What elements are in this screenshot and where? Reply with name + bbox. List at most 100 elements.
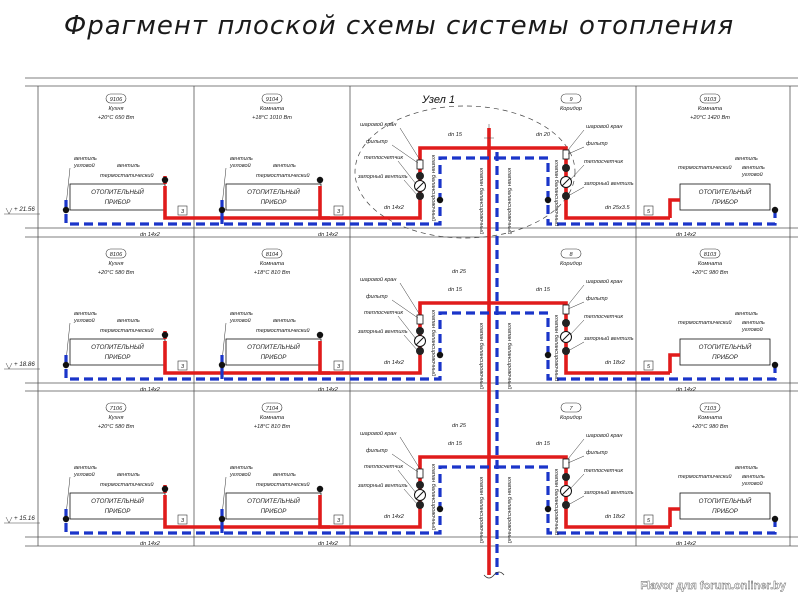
heater-label: ПРИБОР [261, 354, 288, 361]
room-spec: +18°C 1010 Вт [252, 115, 292, 121]
room-number: 7106 [110, 406, 123, 412]
filter-icon [562, 458, 570, 469]
heat-meter-label: теплосчетчик [584, 159, 623, 165]
angle-valve-label: вентиль [74, 465, 97, 471]
valve-icon [218, 515, 226, 523]
heater-label: ОТОПИТЕЛЬНЫЙ [247, 497, 300, 505]
level-label: + 21.56 [14, 206, 35, 213]
heater-label: ОТОПИТЕЛЬНЫЙ [699, 343, 752, 351]
supply-branch [318, 341, 330, 375]
room-number: 8106 [110, 252, 123, 258]
heater-label: ПРИБОР [712, 508, 739, 515]
heat-meter-icon [414, 489, 426, 501]
pipe-dim: dn 15 [536, 441, 551, 447]
room-name: Коридор [560, 261, 582, 267]
room-name: Комната [698, 106, 722, 112]
heater-label: ОТОПИТЕЛЬНЫЙ [247, 188, 300, 196]
thermo-valve-label: вентиль [735, 311, 758, 317]
room-name: Кухня [109, 261, 124, 267]
heater-label: ОТОПИТЕЛЬНЫЙ [91, 343, 144, 351]
angle-valve-label: вентиль [742, 165, 765, 171]
angle-valve-label: вентиль [230, 311, 253, 317]
level-mark: + 21.56 [4, 206, 40, 215]
node-boundary [354, 105, 576, 239]
thermo-valve-label: термостатический [678, 319, 732, 326]
room-number: 8 [569, 252, 573, 258]
grid-frame [25, 77, 798, 547]
heater: ОТОПИТЕЛЬНЫЙ ПРИБОР [679, 338, 771, 366]
balancing-valve-label: клапан балансировочный [478, 323, 485, 389]
shutoff-valve-label: запорный вентиль [583, 489, 634, 496]
angle-valve-label: угловой [741, 480, 763, 487]
thermo-valve-label: термостатический [678, 473, 732, 480]
ball-valve-label: шаровой кран [586, 123, 623, 130]
room-number: 8103 [704, 252, 717, 258]
pipe-dim: dn 14х2 [384, 514, 405, 520]
heat-meter-icon [560, 176, 572, 188]
room-name: Комната [698, 261, 722, 267]
valve-number-text: 3 [181, 209, 185, 215]
room-number: 9104 [266, 97, 278, 103]
angle-valve-label: угловой [73, 317, 95, 324]
room-name: Коридор [560, 106, 582, 112]
room-spec: +20°C 580 Вт [98, 424, 135, 430]
valve-number: 5 [643, 360, 654, 371]
valve-icon [416, 481, 424, 489]
thermo-valve-label: вентиль [117, 318, 140, 324]
room-spec: +18°C 810 Вт [254, 424, 291, 430]
pipe-dim: dn 15 [536, 287, 551, 293]
node-label: Узел 1 [421, 94, 455, 106]
return-line [497, 465, 777, 535]
heat-meter-icon [560, 331, 572, 343]
shutoff-valve-label: запорный вентиль [357, 482, 408, 489]
pipe-dim: dn 14х2 [140, 232, 161, 238]
heat-meter-label: теплосчетчик [364, 155, 403, 161]
angle-valve-label: вентиль [742, 320, 765, 326]
filter-label: фильтр [366, 294, 388, 300]
shutoff-valve-label: запорный вентиль [357, 328, 408, 335]
balancing-valve-label: клапан балансировочный [506, 168, 513, 234]
valve-icon [161, 331, 169, 339]
room-spec: +20°C 980 Вт [692, 424, 729, 430]
angle-valve-label: угловой [229, 162, 251, 169]
return-line [497, 156, 777, 226]
valve-icon [562, 347, 570, 355]
room-name: Комната [260, 106, 284, 112]
pipe-dim: dn 14х2 [676, 541, 697, 547]
valve-number: 3 [333, 360, 344, 371]
heater-label: ОТОПИТЕЛЬНЫЙ [91, 188, 144, 196]
heater-label: ПРИБОР [712, 354, 739, 361]
pipe-dim: dn 20 [536, 132, 551, 138]
shutoff-valve-label: запорный вентиль [583, 335, 634, 342]
valve-icon [316, 485, 324, 493]
valve-icon [416, 501, 424, 509]
heat-meter-icon [414, 335, 426, 347]
heater: ОТОПИТЕЛЬНЫЙ ПРИБОР [225, 183, 322, 211]
valve-icon [771, 515, 779, 523]
pipe-dim: dn 25 [452, 423, 467, 429]
valve-icon [562, 319, 570, 327]
heater-label: ПРИБОР [261, 199, 288, 206]
pipe-dim: dn 14х2 [676, 232, 697, 238]
watermark: Flavor для forum.onliner.by [640, 580, 787, 592]
thermo-valve-label: вентиль [735, 465, 758, 471]
valve-icon [316, 331, 324, 339]
room-number: 9 [569, 97, 572, 103]
valve-icon [544, 505, 552, 513]
thermo-valve-label: термостатический [678, 164, 732, 171]
thermo-valve-label: вентиль [735, 156, 758, 162]
thermo-valve-label: термостатический [100, 172, 154, 179]
ball-valve-label: шаровой кран [360, 276, 397, 283]
thermo-valve-label: термостатический [256, 172, 310, 179]
balancing-valve-label: клапан балансировочный [506, 477, 513, 543]
balancing-valve-label: клапан балансировочный [478, 168, 485, 234]
valve-icon [62, 206, 70, 214]
thermo-valve-label: вентиль [273, 318, 296, 324]
